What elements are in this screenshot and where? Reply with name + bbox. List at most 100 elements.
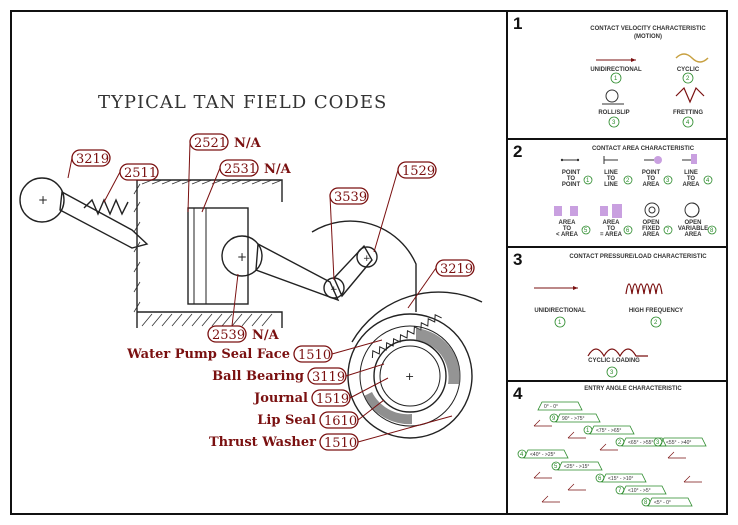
svg-text:<5° - 0°: <5° - 0° bbox=[654, 500, 671, 506]
svg-text:+: + bbox=[330, 285, 338, 295]
panel-contact-velocity: 1 CONTACT VELOCITY CHARACTERISTIC (MOTIO… bbox=[508, 12, 726, 140]
panel-title: ENTRY ANGLE CHARACTERISTIC bbox=[584, 386, 682, 392]
svg-text:+: + bbox=[363, 254, 371, 264]
item-number-2: 2 bbox=[686, 76, 690, 82]
svg-text:<25° - >15°: <25° - >15° bbox=[564, 464, 589, 470]
svg-text:2511: 2511 bbox=[124, 166, 157, 181]
svg-text:Ball Bearing: Ball Bearing bbox=[212, 369, 304, 384]
roller-wheel bbox=[19, 177, 65, 223]
svg-text:3219: 3219 bbox=[76, 152, 109, 167]
callout-2531: 2531 N/A bbox=[201, 159, 292, 213]
item-number-4: 4 bbox=[686, 120, 690, 126]
angle-7: 7<10° - >5° bbox=[615, 485, 667, 495]
svg-text:90° - >75°: 90° - >75° bbox=[562, 416, 585, 422]
svg-text:1: 1 bbox=[586, 178, 590, 184]
svg-text:<75° - >65°: <75° - >65° bbox=[596, 428, 621, 434]
unidirectional-arrow-icon bbox=[631, 58, 636, 62]
panel-title: CONTACT PRESSURE/LOAD CHARACTERISTIC bbox=[569, 254, 707, 260]
svg-text:Thrust Washer: Thrust Washer bbox=[209, 435, 316, 450]
svg-text:1610: 1610 bbox=[324, 414, 357, 429]
svg-text:9: 9 bbox=[552, 416, 556, 422]
crank-arm bbox=[333, 244, 373, 298]
part-thrust-washer: Thrust Washer 1510 bbox=[209, 415, 453, 451]
item-label-fretting: FRETTING bbox=[673, 110, 703, 116]
item-number-1: 1 bbox=[614, 76, 618, 82]
flywheel bbox=[311, 220, 417, 312]
characteristic-panels: 1 CONTACT VELOCITY CHARACTERISTIC (MOTIO… bbox=[508, 12, 726, 513]
svg-text:7: 7 bbox=[618, 488, 622, 494]
callout-1529: 1529 bbox=[373, 161, 437, 253]
pressure-arrow-icon bbox=[573, 286, 578, 290]
svg-text:3219: 3219 bbox=[440, 262, 473, 277]
svg-text:3539: 3539 bbox=[334, 190, 367, 205]
bearing-assembly: + bbox=[347, 313, 473, 439]
svg-text:1529: 1529 bbox=[402, 164, 435, 179]
angle-sketches bbox=[533, 419, 702, 503]
callout-2539: 2539 N/A bbox=[207, 273, 280, 343]
valve-stem bbox=[59, 190, 149, 249]
svg-text:Water Pump Seal Face: Water Pump Seal Face bbox=[126, 347, 290, 362]
svg-text:3: 3 bbox=[610, 370, 614, 376]
item-label-roll-slip: ROLL/SLIP bbox=[598, 110, 630, 116]
callout-2511: 2511 bbox=[103, 163, 159, 203]
svg-text:4: 4 bbox=[520, 452, 524, 458]
svg-text:2: 2 bbox=[626, 178, 630, 184]
svg-text:5: 5 bbox=[584, 228, 588, 234]
roll-slip-icon bbox=[605, 89, 619, 103]
field-codes-diagram: TYPICAL TAN FIELD CODES + + + bbox=[12, 12, 508, 513]
panel-number: 2 bbox=[513, 142, 523, 161]
angle-5: 5<25° - >15° bbox=[551, 461, 603, 471]
panel-number: 1 bbox=[513, 14, 523, 33]
panel-title: CONTACT AREA CHARACTERISTIC bbox=[591, 146, 695, 152]
svg-text:+: + bbox=[38, 193, 48, 207]
engine-block bbox=[133, 179, 283, 328]
svg-text:0° - 0°: 0° - 0° bbox=[544, 404, 558, 410]
gear-teeth bbox=[371, 314, 442, 359]
callout-3539: 3539 bbox=[329, 187, 369, 281]
panel-number: 3 bbox=[513, 250, 523, 269]
mechanism-illustration: TYPICAL TAN FIELD CODES + + + bbox=[19, 92, 483, 451]
svg-text:<65° - >55°: <65° - >55° bbox=[628, 440, 653, 446]
svg-text:<55° - >40°: <55° - >40° bbox=[666, 440, 691, 446]
part-journal: Journal 1519 bbox=[253, 377, 389, 407]
svg-text:1519: 1519 bbox=[316, 392, 349, 407]
svg-text:3: 3 bbox=[666, 178, 670, 184]
piston bbox=[187, 207, 249, 305]
svg-text:+: + bbox=[405, 370, 414, 383]
svg-text:+: + bbox=[237, 250, 247, 264]
svg-text:2521: 2521 bbox=[194, 136, 227, 151]
svg-text:<40° - >25°: <40° - >25° bbox=[530, 452, 555, 458]
callout-2521: 2521 N/A bbox=[187, 133, 262, 213]
angle-4: 4 <40° - >25° bbox=[517, 449, 569, 459]
angle-1: 1<75° - >65° bbox=[583, 425, 635, 435]
angle-9: 9 90° - >75° bbox=[549, 413, 601, 423]
panel-entry-angle: 4 ENTRY ANGLE CHARACTERISTIC 0° - 0° 9 90… bbox=[508, 382, 726, 513]
svg-text:N/A: N/A bbox=[234, 136, 262, 151]
item-label-unidirectional: UNIDIRECTIONAL bbox=[534, 308, 586, 314]
svg-text:1: 1 bbox=[558, 320, 562, 326]
panel-subtitle: (MOTION) bbox=[634, 34, 662, 40]
cyclic-wave-icon bbox=[675, 53, 709, 63]
svg-text:2: 2 bbox=[654, 320, 658, 326]
connecting-rod bbox=[255, 242, 340, 302]
svg-text:7: 7 bbox=[666, 228, 670, 234]
svg-text:Lip Seal: Lip Seal bbox=[257, 413, 316, 428]
area-icons bbox=[554, 154, 700, 218]
svg-text:2539: 2539 bbox=[212, 328, 245, 343]
high-frequency-icon bbox=[625, 283, 663, 295]
item-label-cyclic-loading: CYCLIC LOADING bbox=[588, 358, 640, 364]
angle-0: 0° - 0° bbox=[537, 401, 583, 411]
svg-text:4: 4 bbox=[706, 178, 710, 184]
svg-text:8: 8 bbox=[644, 500, 648, 506]
svg-text:6: 6 bbox=[626, 228, 630, 234]
item-label-high-frequency: HIGH FREQUENCY bbox=[628, 308, 684, 314]
valve-spring bbox=[83, 198, 129, 216]
